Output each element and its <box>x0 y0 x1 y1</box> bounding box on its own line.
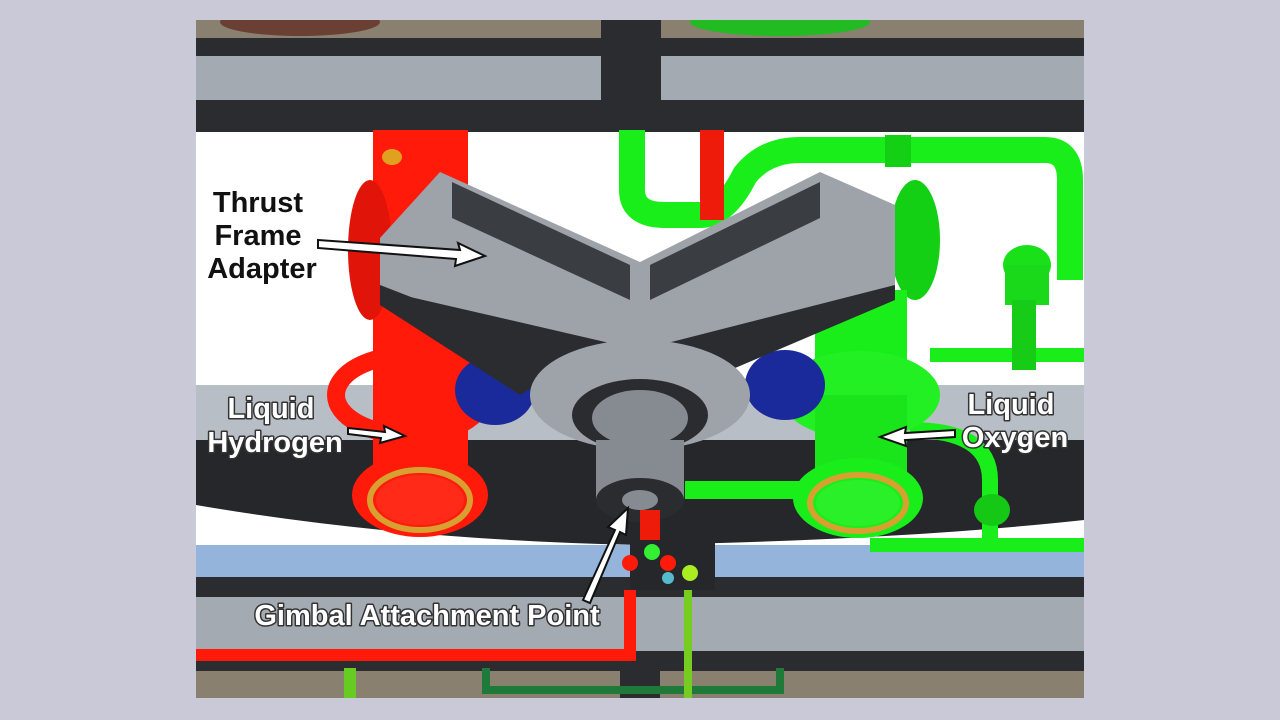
lower-beam <box>196 597 1084 651</box>
oxygen-arrow <box>877 425 956 448</box>
oxygen-feed-line <box>619 130 1083 280</box>
hydrogen-lower-line <box>196 590 636 661</box>
thrust-frame-adapter <box>380 172 895 400</box>
label-liquid-hydrogen: Liquid Hydrogen <box>207 393 342 459</box>
thrust-frame-arrow <box>317 238 488 268</box>
center-post <box>601 20 661 100</box>
label-gimbal-attachment-point: Gimbal Attachment Point <box>254 600 600 632</box>
hydrogen-arrow <box>347 424 408 445</box>
label-liquid-oxygen: Liquid Oxygen <box>962 389 1068 454</box>
gimbal-arrow <box>581 505 630 605</box>
label-thrust-frame-adapter: Thrust Frame Adapter <box>207 187 317 285</box>
